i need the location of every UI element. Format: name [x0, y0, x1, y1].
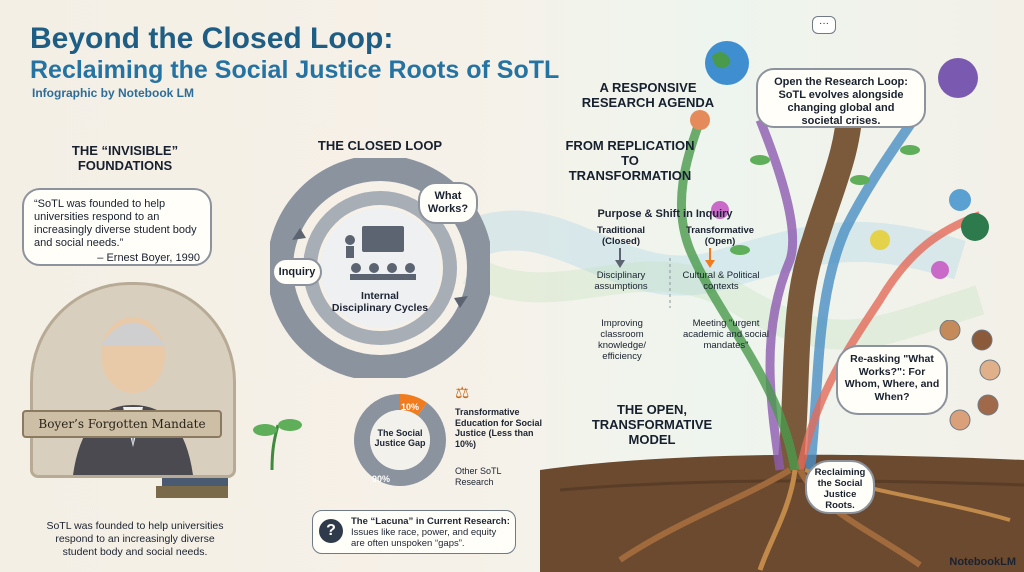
gap-slice-label-90: 90%	[371, 474, 390, 484]
lacuna-body: Issues like race, power, and equity are …	[351, 527, 497, 549]
shift-arrows	[615, 248, 715, 308]
reasking-bubble: Re-asking "What Works?": For Whom, Where…	[836, 345, 948, 415]
page-subtitle: Reclaiming the Social Justice Roots of S…	[30, 56, 560, 84]
social-justice-gap-chart	[354, 394, 446, 486]
foundations-caption: SoTL was founded to help universities re…	[46, 520, 224, 558]
speech-bubble-icon: ···	[812, 16, 836, 34]
trad-item-2: Improving classroom knowledge/ efficienc…	[597, 318, 647, 362]
boyer-attribution: – Ernest Boyer, 1990	[97, 252, 200, 264]
boyer-quote-bubble: “SoTL was founded to help universities r…	[22, 188, 212, 266]
agenda-heading: A RESPONSIVE RESEARCH AGENDA	[581, 80, 715, 110]
gap-legend-transformative-text: Transformative Education for Social Just…	[455, 407, 543, 449]
gap-chart-title: The Social Justice Gap	[374, 428, 426, 448]
scales-icon: ⚖	[455, 385, 470, 402]
boyer-portrait-frame	[30, 282, 236, 478]
boyer-quote: “SoTL was founded to help universities r…	[34, 198, 197, 249]
shift-heading: FROM REPLICATION TO TRANSFORMATION	[565, 138, 695, 183]
trad-item-1: Disciplinary assumptions	[594, 270, 648, 292]
model-heading: THE OPEN, TRANSFORMATIVE MODEL	[591, 402, 713, 447]
trans-item-2: Meeting "urgent academic and social mand…	[682, 318, 770, 351]
inquiry-bubble: Inquiry	[272, 258, 322, 286]
gap-legend-other: Other SoTL Research	[455, 466, 502, 487]
gap-chart-center	[370, 410, 430, 470]
boyer-portrait	[73, 317, 193, 475]
gap-slice-label-10: 10%	[400, 402, 419, 412]
gap-slice-other	[354, 394, 446, 486]
transformative-label: Transformative (Open)	[685, 225, 755, 247]
question-icon: ?	[319, 519, 343, 543]
what-works-bubble: What Works?	[418, 182, 478, 224]
lacuna-text-block: The “Lacuna” in Current Research: Issues…	[351, 516, 511, 549]
boyer-mandate-banner: Boyer’s Forgotten Mandate	[22, 410, 222, 438]
closed-loop-heading: THE CLOSED LOOP	[317, 138, 443, 153]
diverse-people-icons	[939, 320, 1001, 431]
open-loop-bubble: Open the Research Loop: SoTL evolves alo…	[756, 68, 926, 128]
foundations-heading: THE “INVISIBLE” FOUNDATIONS	[71, 143, 179, 173]
lacuna-box: ? The “Lacuna” in Current Research: Issu…	[312, 510, 516, 554]
notebooklm-brand: NotebookLM	[949, 556, 1016, 568]
gap-slice-transformative	[399, 394, 428, 416]
gap-legend-transformative: Transformative Education for Social Just…	[455, 407, 545, 449]
lacuna-title: The “Lacuna” in Current Research:	[351, 516, 510, 527]
shift-subheading: Purpose & Shift in Inquiry	[597, 208, 733, 220]
internal-cycles-label: Internal Disciplinary Cycles	[331, 290, 429, 314]
page-title: Beyond the Closed Loop:	[30, 22, 394, 55]
credit-line: Infographic by Notebook LM	[32, 86, 194, 100]
roots-bubble: Reclaiming the Social Justice Roots.	[805, 460, 875, 514]
trans-item-1: Cultural & Political contexts	[682, 270, 760, 292]
traditional-label: Traditional (Closed)	[596, 225, 646, 247]
